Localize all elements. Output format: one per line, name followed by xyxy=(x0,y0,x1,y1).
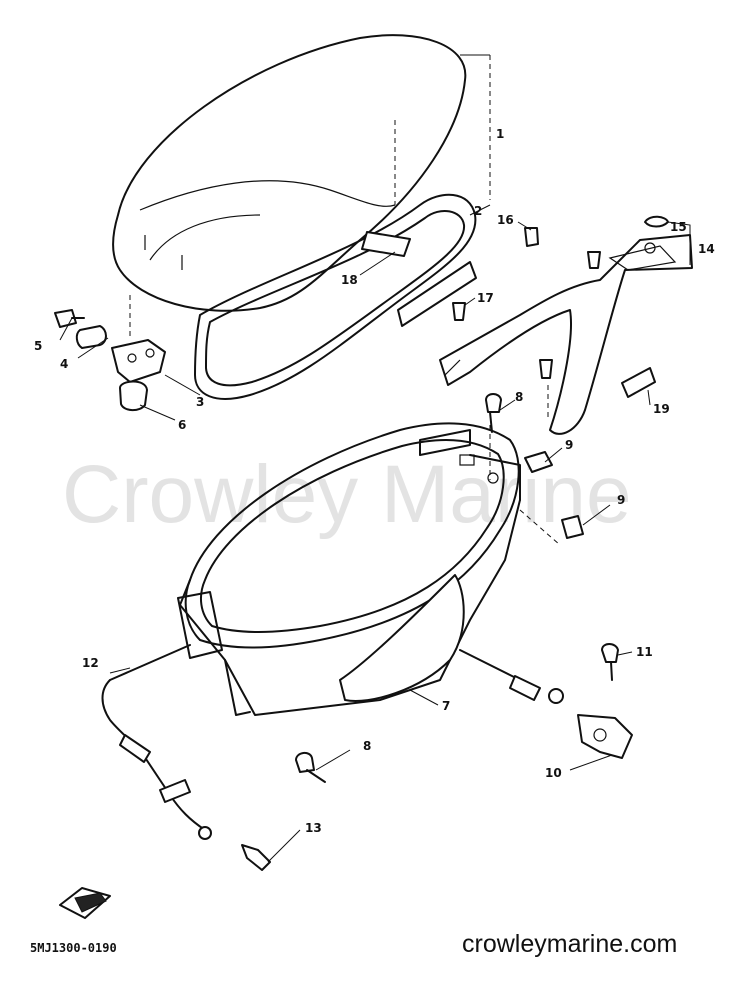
screw-13 xyxy=(241,844,271,871)
callout-1: 1 xyxy=(496,127,504,141)
collar-4 xyxy=(75,325,107,349)
rear-bracket xyxy=(439,234,693,435)
callout-8-lower: 8 xyxy=(363,739,371,753)
label-sticker-18 xyxy=(361,231,411,257)
callout-9-lower: 9 xyxy=(617,493,625,507)
callout-19: 19 xyxy=(653,402,670,416)
callout-12: 12 xyxy=(82,656,99,670)
bolt-8a xyxy=(485,393,502,413)
callout-labels: 1 2 3 4 5 6 7 8 8 9 9 10 11 12 13 14 15 … xyxy=(34,127,715,835)
bolt-17 xyxy=(452,302,466,321)
callout-10: 10 xyxy=(545,766,562,780)
callout-15: 15 xyxy=(670,220,687,234)
label-sticker-19 xyxy=(621,367,656,398)
callout-4: 4 xyxy=(60,357,68,371)
damper-6 xyxy=(119,380,148,412)
callout-8-upper: 8 xyxy=(515,390,523,404)
callout-18: 18 xyxy=(341,273,358,287)
grommet-15 xyxy=(644,215,669,228)
bolt-16 xyxy=(524,227,539,247)
hinge-bracket-3 xyxy=(111,339,166,383)
seat-lock-cable xyxy=(101,644,564,840)
seat xyxy=(112,34,467,312)
website-text: crowleymarine.com xyxy=(462,930,677,958)
nut-plate-9a xyxy=(524,451,553,473)
callout-11: 11 xyxy=(636,645,653,659)
callout-14: 14 xyxy=(698,242,715,256)
leader-lines xyxy=(59,54,691,863)
storage-box xyxy=(177,385,561,716)
callout-7: 7 xyxy=(442,699,450,713)
bolt-11 xyxy=(601,643,619,663)
seat-lock-10 xyxy=(577,714,633,759)
callout-13: 13 xyxy=(305,821,322,835)
callout-5: 5 xyxy=(34,339,42,353)
diagram-code: 5MJ1300-0190 xyxy=(30,941,117,955)
nut-plate-9b xyxy=(561,515,584,539)
bolt-5 xyxy=(54,309,77,328)
callout-16: 16 xyxy=(497,213,514,227)
bolt-a xyxy=(587,251,601,269)
hinge-parts xyxy=(54,295,166,412)
component-icon xyxy=(59,887,111,919)
bolt-8b xyxy=(295,752,315,773)
callout-9-upper: 9 xyxy=(565,438,573,452)
callout-6: 6 xyxy=(178,418,186,432)
callout-17: 17 xyxy=(477,291,494,305)
bolt-b xyxy=(539,359,553,379)
callout-2: 2 xyxy=(474,204,482,218)
callout-3: 3 xyxy=(196,395,204,409)
